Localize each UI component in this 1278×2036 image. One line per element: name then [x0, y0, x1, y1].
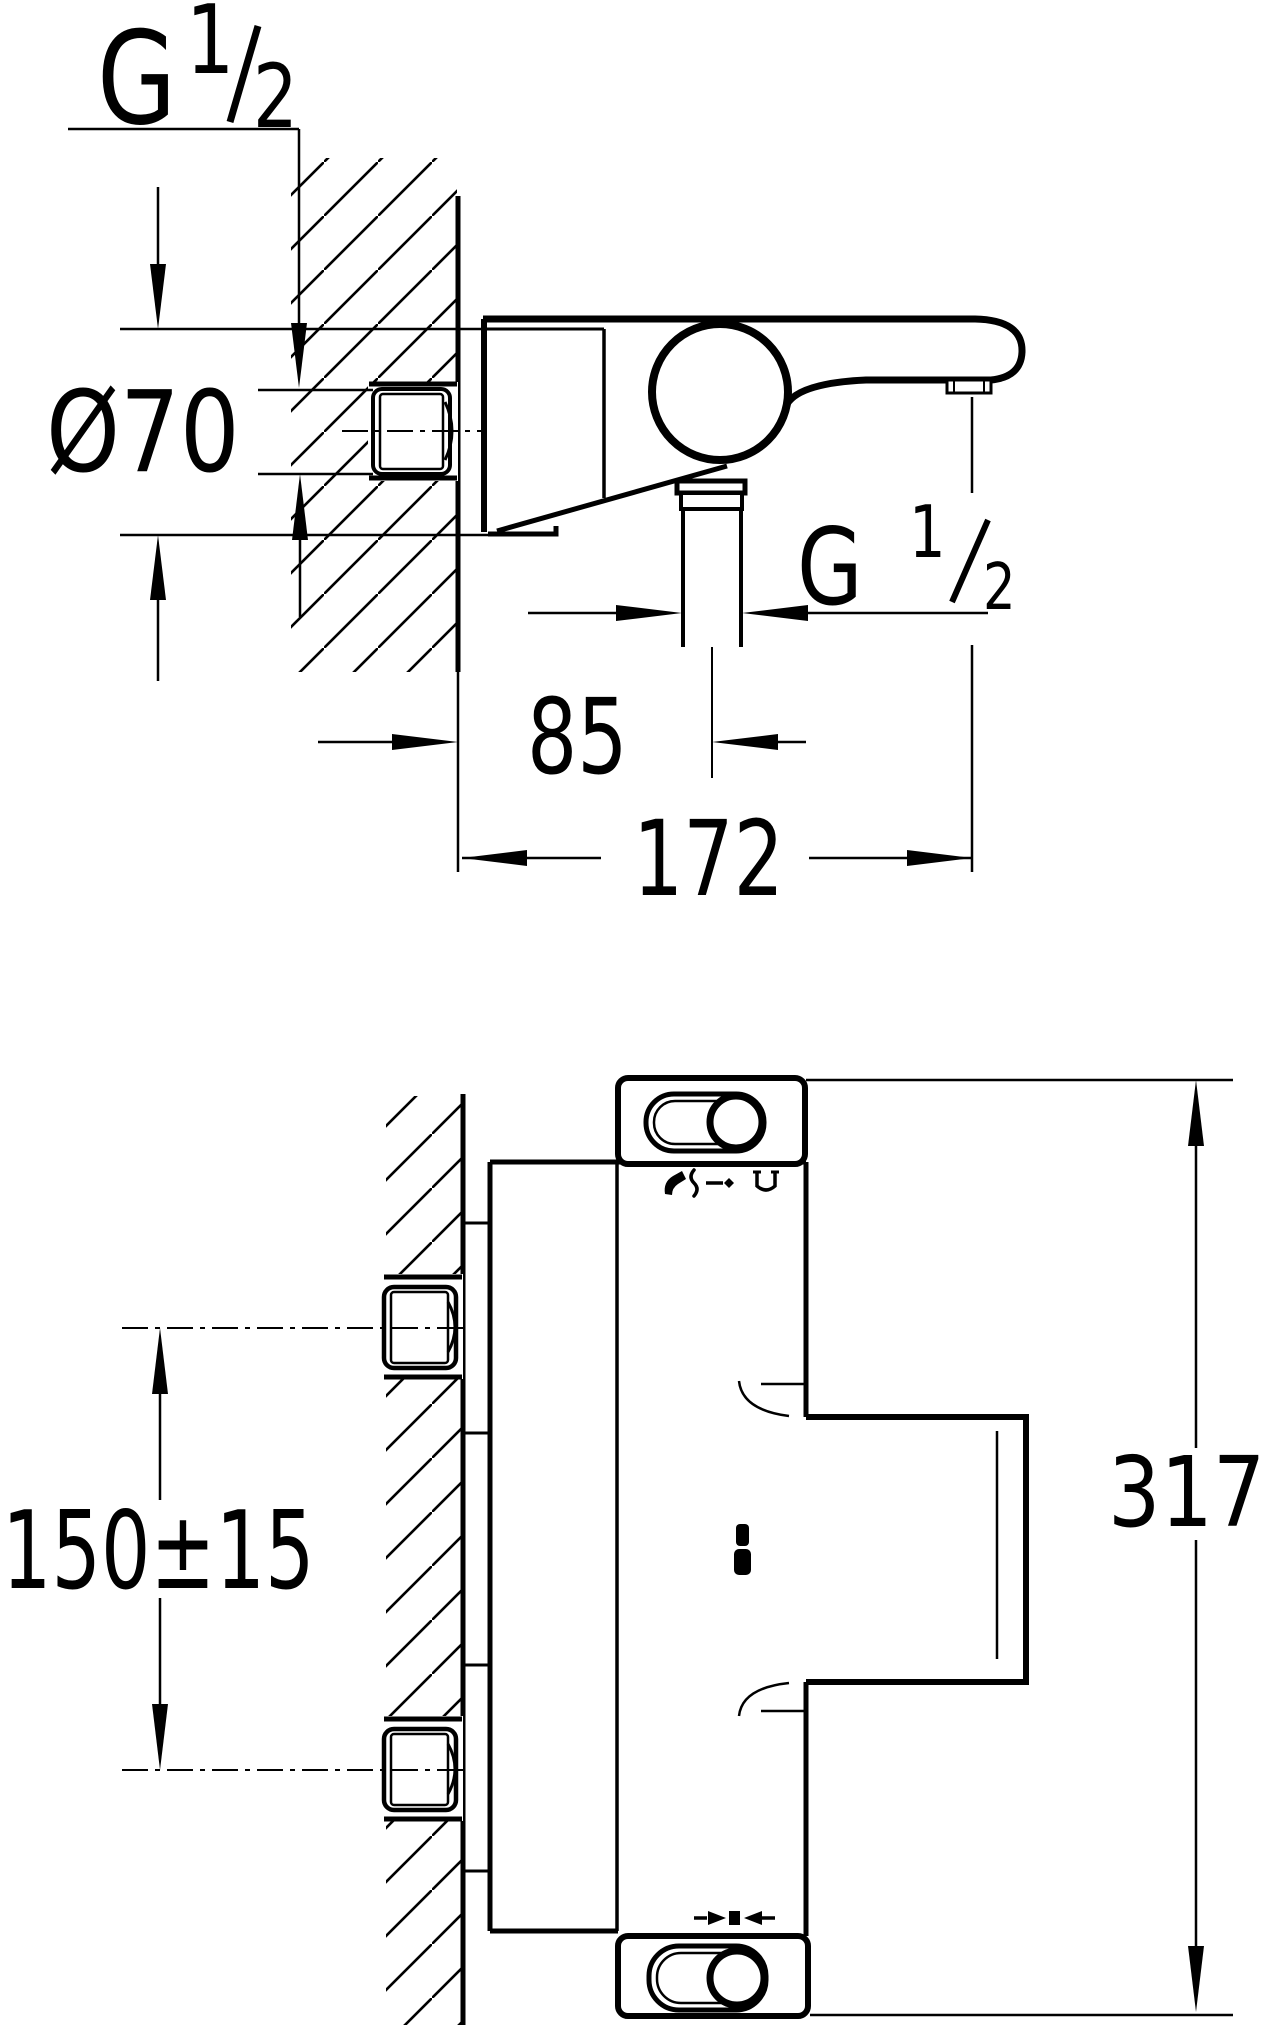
toggle-knob — [706, 1947, 768, 2009]
pull-adjust-icon — [729, 1911, 740, 1925]
dim-label-hose-offset: 85 — [527, 676, 628, 798]
arrow-up — [1188, 1080, 1204, 1146]
dim-hose-thread — [528, 518, 991, 621]
arrow-down — [152, 1704, 168, 1770]
extension-lines — [806, 1078, 1233, 2017]
arrow-right — [392, 734, 458, 750]
spout-flow-icon — [724, 1178, 734, 1188]
extension-lines — [258, 388, 373, 476]
handle-skirt-bottom — [737, 1681, 806, 1717]
body-underside-slant — [496, 463, 728, 534]
pull-adjust-icon — [708, 1911, 726, 1925]
pull-adjust-icon — [694, 1911, 775, 1925]
faucet-body-side — [481, 315, 1026, 537]
extension-lines — [120, 327, 489, 537]
union-flange-lines — [384, 1716, 462, 1822]
spout-outline — [483, 315, 1026, 407]
arrow-right — [616, 605, 682, 621]
escutcheon-bottom-line — [488, 526, 559, 537]
outlet-nut — [679, 491, 744, 511]
dim-supply-spacing — [152, 1328, 168, 1770]
arrow-up — [152, 1328, 168, 1394]
arrow-left — [462, 850, 527, 866]
dim-label-hose-thread-sup: 1 — [909, 490, 946, 574]
handle-knob-side — [648, 320, 792, 464]
dim-label-escutcheon-diameter: Ø70 — [46, 368, 240, 498]
top-cap — [615, 1075, 808, 1167]
handle-skirt-top — [737, 1380, 806, 1418]
function-icons — [664, 1168, 779, 1198]
body-outline — [487, 1159, 809, 1936]
handle-step-outline — [806, 1414, 1029, 1685]
hose-icon — [689, 1168, 699, 1198]
side-view — [68, 25, 1026, 872]
engraving-mark — [734, 1549, 751, 1575]
union-flange-lines — [369, 381, 457, 481]
wall-union-side — [342, 381, 481, 481]
bottom-cap — [615, 1933, 811, 2019]
arrow-up — [150, 535, 166, 600]
dim-label-wall-thread-prefix: G — [97, 5, 177, 154]
dim-wall-thread — [68, 127, 373, 617]
arrow-left — [742, 605, 808, 621]
dim-overall-height — [806, 1078, 1233, 2017]
dim-depth — [462, 397, 974, 872]
tub-icon — [755, 1172, 777, 1192]
spout-aerator — [945, 378, 993, 395]
faucet-body-front — [487, 1159, 1029, 1936]
wall-union-front-bottom — [381, 1716, 463, 1822]
fraction-slash — [226, 25, 262, 123]
dim-escutcheon-diameter — [120, 187, 489, 681]
dim-label-supply-spacing: 150±15 — [2, 1489, 315, 1614]
hand-shower-icon — [664, 1171, 686, 1195]
dim-label-hose-thread-prefix: G — [797, 506, 863, 629]
dim-label-hose-thread-sub: 2 — [983, 551, 1016, 625]
leader-line — [68, 127, 301, 323]
wall-hatch-front — [386, 1096, 463, 2025]
dim-label-wall-thread-sup: 1 — [186, 0, 235, 96]
dim-label-overall-height: 317 — [1108, 1436, 1266, 1549]
toggle-knob — [706, 1092, 766, 1152]
aerator-inner-ticks — [953, 380, 985, 392]
arrow-down — [150, 264, 166, 329]
wall-union-front-top — [381, 1274, 463, 1380]
outlet-thread-pipe — [681, 509, 743, 647]
front-view — [122, 1075, 1233, 2025]
arrow-down — [1188, 1946, 1204, 2012]
arrow-left — [712, 734, 778, 750]
union-flange-lines — [384, 1274, 462, 1380]
shower-hose-outlet — [674, 478, 748, 778]
arrow-down — [291, 323, 307, 388]
dim-label-wall-thread-sub: 2 — [253, 45, 298, 148]
escutcheon-edge-stubs — [463, 1221, 489, 1873]
dim-hose-offset — [318, 734, 806, 750]
pull-adjust-icon — [744, 1911, 762, 1925]
fraction-slash — [949, 518, 991, 604]
dim-label-depth: 172 — [633, 798, 784, 920]
arrow-up — [292, 474, 308, 540]
arrow-right — [907, 850, 972, 866]
engraving-mark — [736, 1524, 749, 1546]
